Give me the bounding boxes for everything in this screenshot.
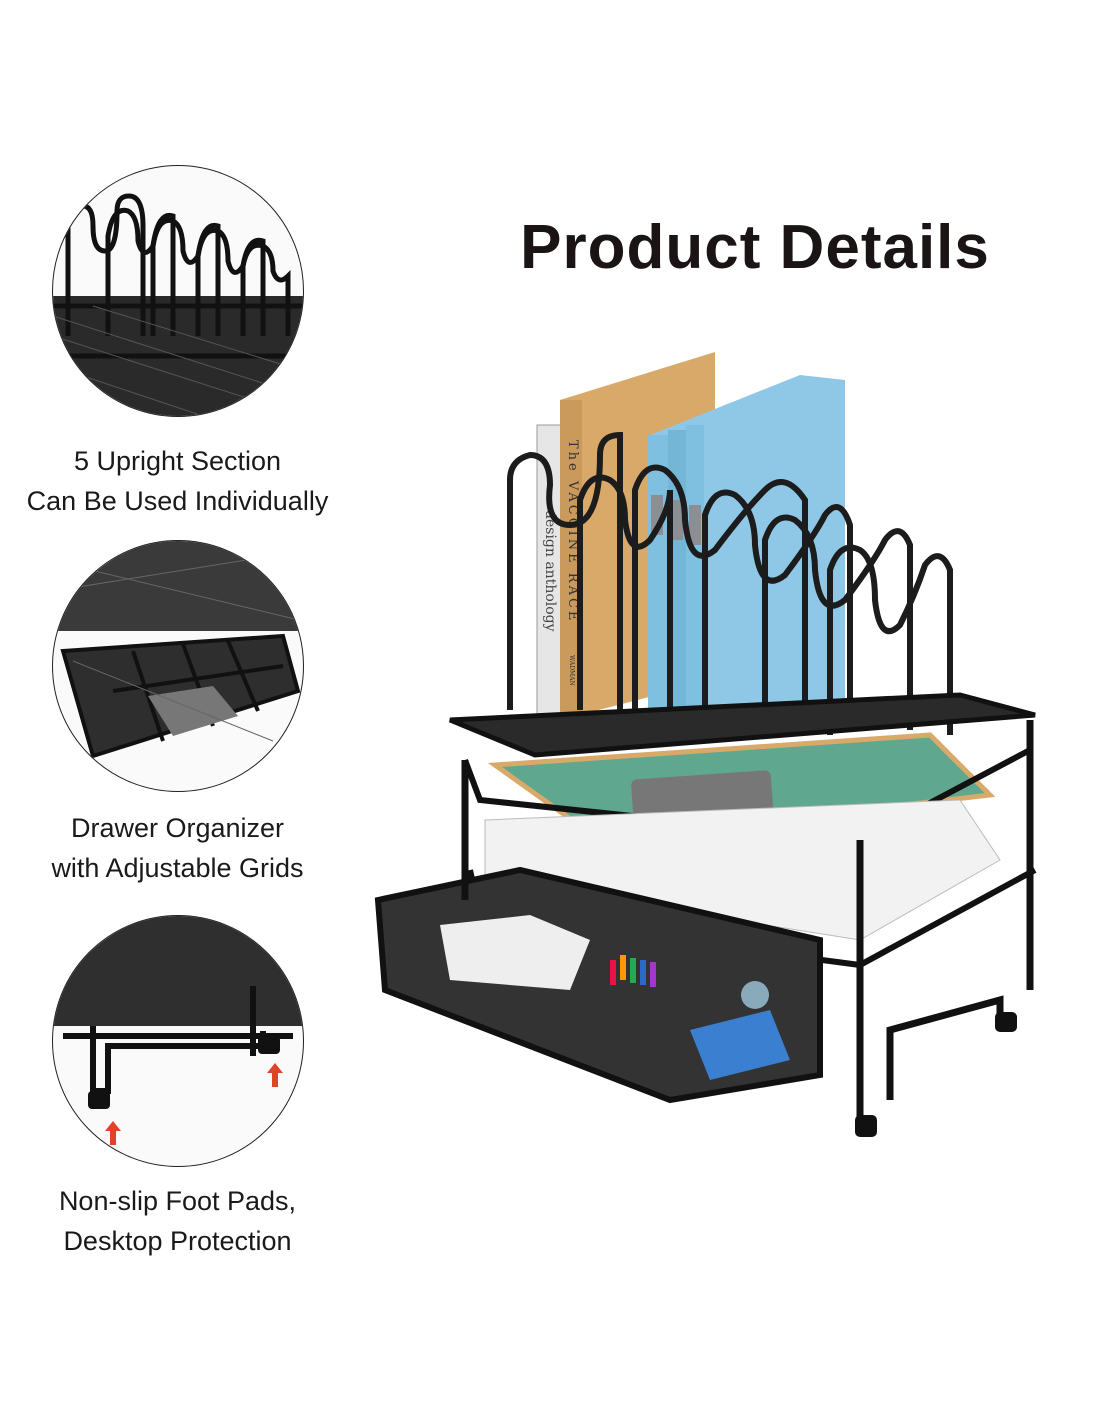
feature-caption-uprights: 5 Upright Section Can Be Used Individual… (0, 441, 355, 521)
feature-caption-feet: Non-slip Foot Pads, Desktop Protection (0, 1181, 355, 1261)
feature-caption-drawer: Drawer Organizer with Adjustable Grids (0, 808, 355, 888)
page-title: Product Details (520, 213, 990, 282)
caption-line: 5 Upright Section (73, 446, 282, 476)
desk-organizer-image: design anthology The VACCINE RACE WADMAN (370, 340, 1050, 1150)
caption-line: with Adjustable Grids (51, 853, 304, 883)
arrow-up-icon (105, 1063, 283, 1145)
foot-pads-closeup-icon (52, 915, 304, 1167)
book-spine-design: design anthology (542, 510, 558, 632)
caption-line: Desktop Protection (63, 1226, 292, 1256)
caption-line: Non-slip Foot Pads, (58, 1186, 297, 1216)
caption-line: Drawer Organizer (70, 813, 285, 843)
book-author: WADMAN (568, 655, 575, 686)
caption-line: Can Be Used Individually (26, 486, 329, 516)
book-spine-vaccine: The VACCINE RACE (565, 440, 580, 623)
upright-sections-closeup-icon (52, 165, 304, 417)
drawer-organizer-closeup-icon (52, 540, 304, 792)
